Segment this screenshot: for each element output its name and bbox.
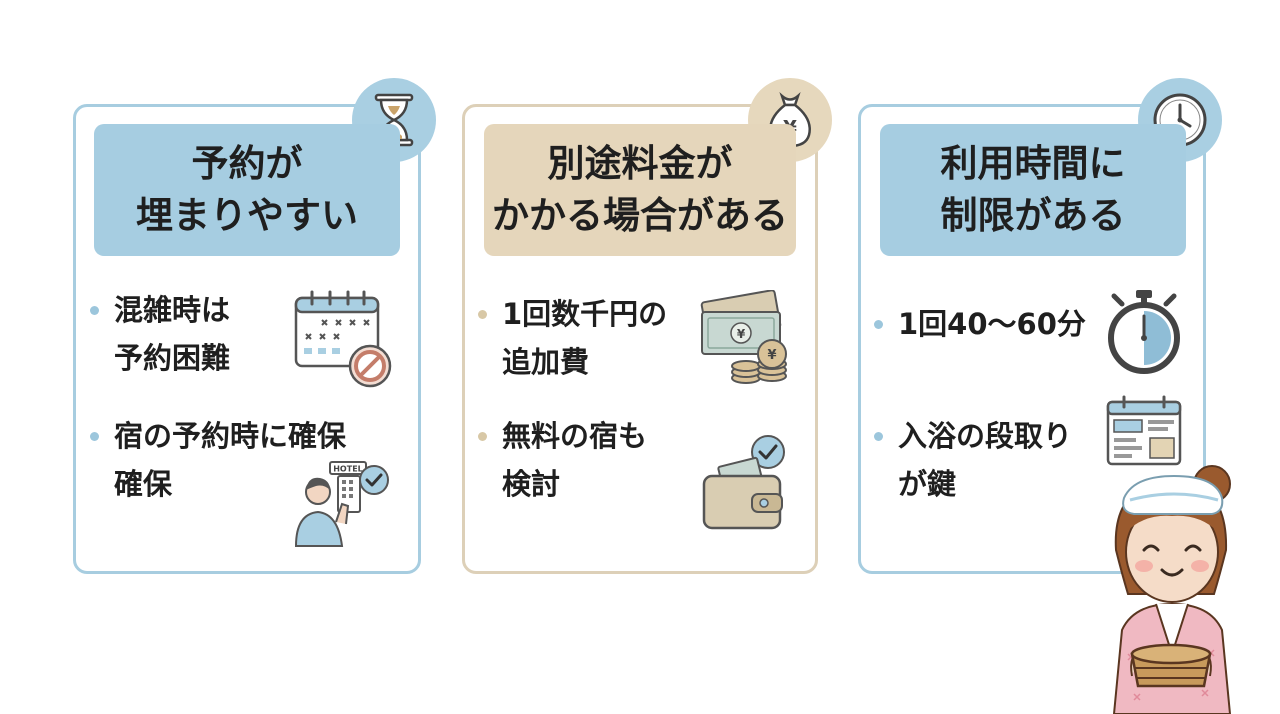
card-extra-fee-title: 別途料金が かかる場合がある [484, 124, 796, 256]
calendar-full-icon [294, 290, 392, 388]
title-line2: 埋まりやすい [136, 194, 358, 237]
title-line2: かかる場合がある [492, 194, 788, 237]
bullet-dot [874, 432, 883, 441]
bullet-dot [478, 310, 487, 319]
bullet-dot [874, 320, 883, 329]
yen-symbol: ¥ [737, 327, 746, 341]
title-line1: 予約が [191, 142, 303, 185]
bullet-dot [90, 432, 99, 441]
list-item: 混雑時は 予約困難 [90, 286, 230, 382]
wallet-check-icon [702, 435, 785, 530]
title-line1: 利用時間に [940, 142, 1126, 185]
list-item: 無料の宿も 検討 [478, 412, 647, 508]
yen-symbol: ¥ [767, 348, 776, 363]
schedule-icon [1106, 395, 1182, 466]
yukata-girl-illustration [1112, 465, 1232, 714]
hotel-sign: HOTEL [333, 465, 363, 474]
hotel-booking-icon: HOTEL [294, 461, 389, 547]
bullet-dot [478, 432, 487, 441]
card-time-limit-title: 利用時間に 制限がある [880, 124, 1186, 256]
list-item: 入浴の段取り が鍵 [874, 412, 1072, 508]
list-item: 1回40〜60分 [874, 300, 1086, 348]
card-reservation-title: 予約が 埋まりやすい [94, 124, 400, 256]
list-item: 宿の予約時に確保 確保 [90, 412, 346, 508]
cash-coins-icon: ¥ ¥ [700, 290, 787, 384]
title-line2: 制限がある [940, 194, 1126, 237]
stopwatch-icon [1108, 290, 1180, 374]
title-line1: 別途料金が [547, 142, 733, 185]
list-item: 1回数千円の 追加費 [478, 290, 667, 386]
bullet-dot [90, 306, 99, 315]
